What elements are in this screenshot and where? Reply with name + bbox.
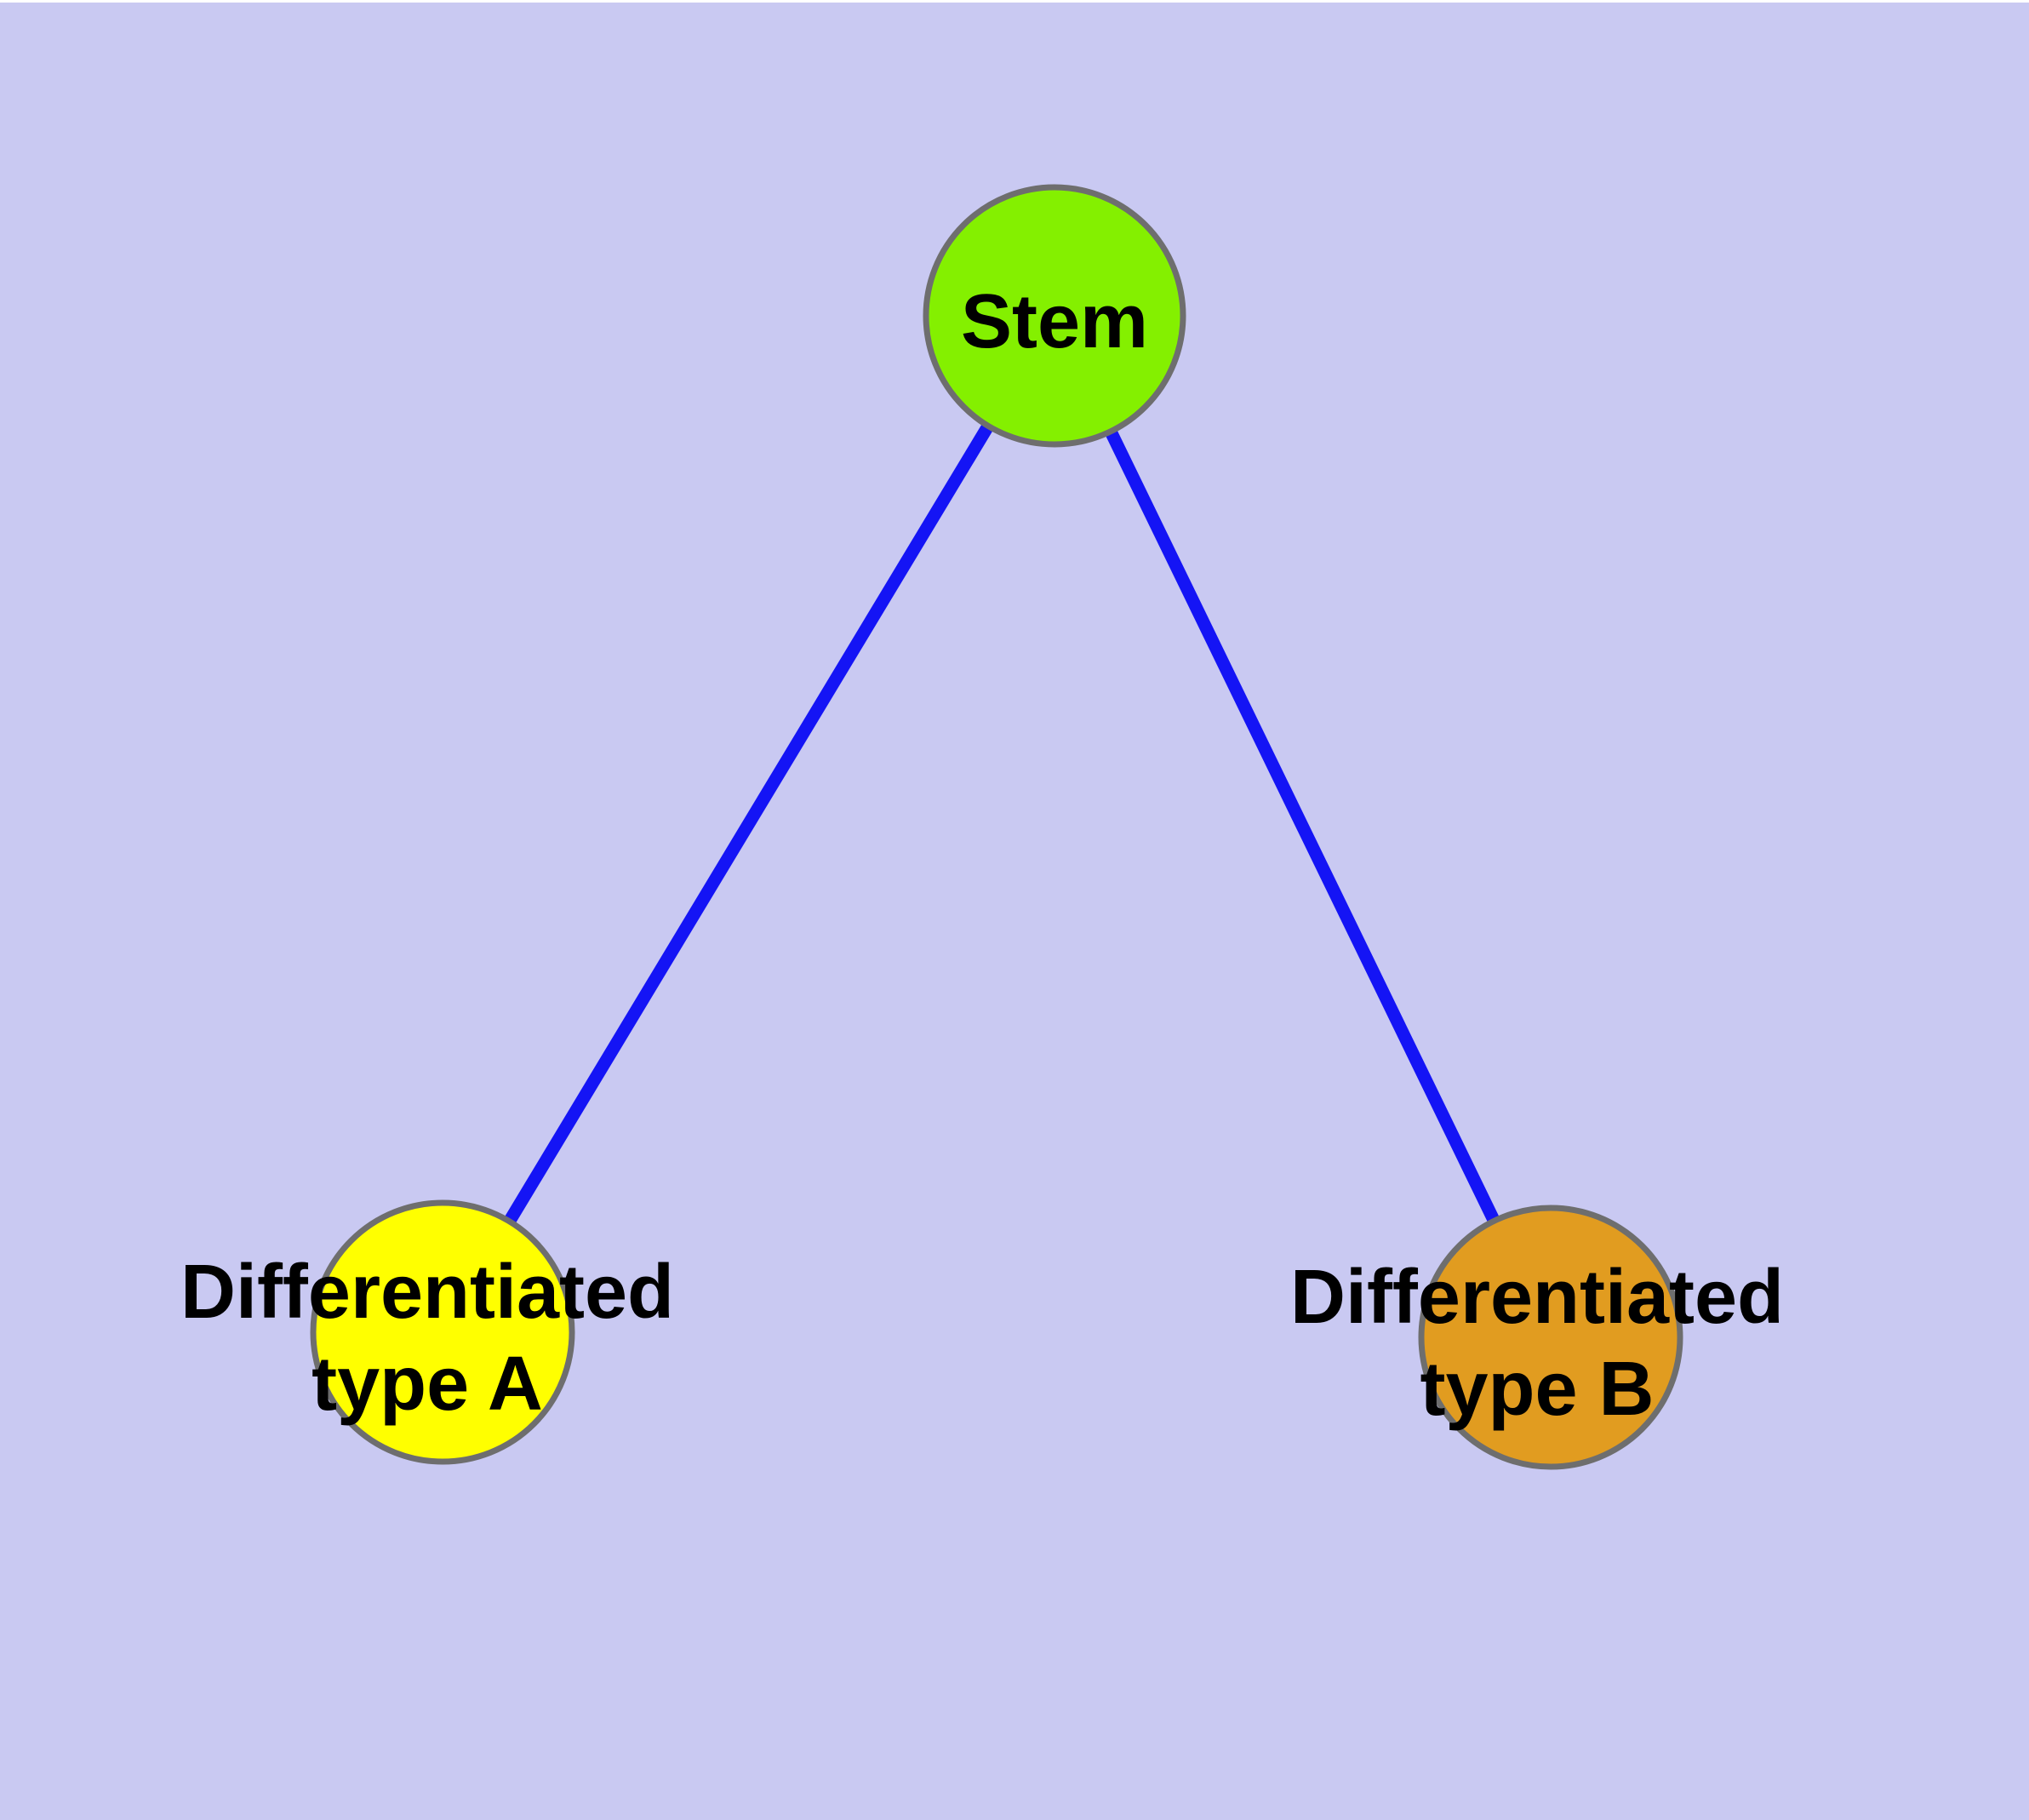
type-b-node-label-line2: type B	[1420, 1347, 1654, 1432]
stem-node-circle	[923, 184, 1186, 448]
edge-stem-to-type-a	[437, 312, 1060, 1336]
type-b-node-label-line1: Differentiated	[1290, 1255, 1784, 1340]
stem-node-label: Stem	[961, 279, 1148, 364]
type-b-node-circle	[1418, 1205, 1683, 1470]
type-a-node-circle	[310, 1199, 575, 1465]
type-a-node-label-line1: Differentiated	[180, 1250, 674, 1335]
top-margin-strip	[0, 0, 2029, 3]
type-a-node-label-line2: type A	[311, 1342, 543, 1427]
edge-stem-to-type-b	[1049, 312, 1557, 1341]
